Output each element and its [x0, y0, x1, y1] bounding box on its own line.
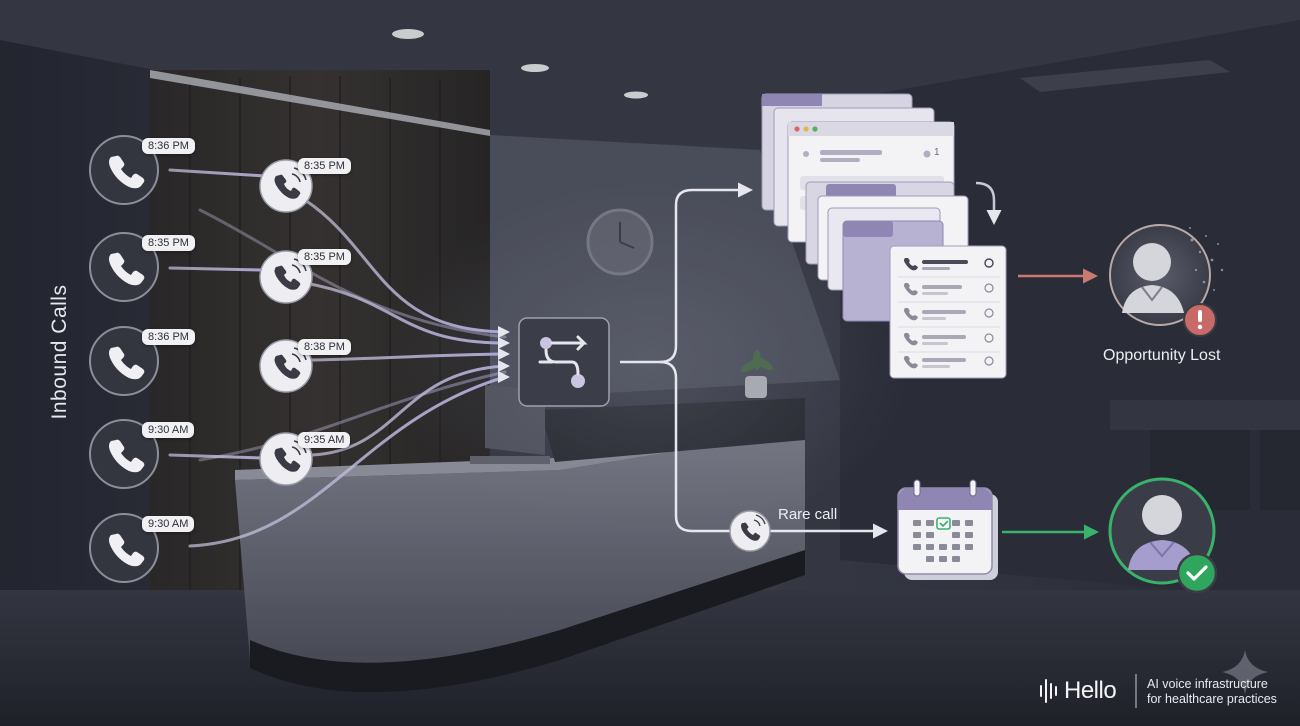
queue-down-arrow	[975, 181, 1002, 225]
call-list-row	[904, 356, 994, 369]
incoming-flow-lines	[168, 168, 507, 548]
queue-count: 1	[934, 147, 940, 158]
rare-call-icon	[729, 510, 771, 552]
call-list-row	[904, 283, 994, 296]
call-router	[518, 317, 610, 407]
relay-time-chip: 8:35 PM	[298, 158, 351, 174]
alert-icon	[1183, 303, 1217, 337]
incoming-call-icon	[89, 232, 159, 302]
inbound-calls-label: Inbound Calls	[48, 284, 71, 420]
call-list-row	[904, 308, 994, 321]
relay-call-icon	[259, 250, 313, 304]
flow-line	[303, 198, 507, 334]
call-list-window	[889, 245, 1007, 379]
tagline-line-1: AI voice infrastructure	[1147, 677, 1268, 691]
relay-call-icon	[259, 159, 313, 213]
relay-time-chip: 8:35 PM	[298, 249, 351, 265]
booked-patient-avatar	[1108, 477, 1218, 594]
hello-logo-mark	[1040, 679, 1057, 703]
relay-time-chip: 9:35 AM	[298, 432, 351, 448]
brand-name: Hello	[1064, 677, 1117, 704]
opportunity-lost-label: Opportunity Lost	[1103, 347, 1221, 364]
flow-line	[310, 352, 507, 362]
call-time-chip: 9:30 AM	[142, 516, 195, 532]
call-list-row	[904, 258, 994, 271]
calendar-icon	[897, 479, 998, 580]
flow-line	[168, 266, 264, 272]
incoming-call-icon	[89, 419, 159, 489]
flow-arrowheads	[498, 326, 510, 383]
call-time-chip: 9:30 AM	[142, 422, 195, 438]
flow-line	[310, 364, 507, 457]
tagline-line-2: for healthcare practices	[1147, 692, 1277, 706]
call-time-chip: 8:35 PM	[142, 235, 195, 251]
incoming-call-icon	[89, 135, 159, 205]
call-list-row	[904, 333, 994, 346]
flow-line	[198, 208, 507, 339]
lost-patient-avatar	[1109, 224, 1224, 337]
flow-line	[188, 375, 507, 548]
incoming-call-icon	[89, 513, 159, 583]
flow-line	[303, 281, 507, 345]
flow-line	[168, 168, 267, 178]
success-check-icon	[1176, 552, 1218, 594]
incoming-call-column	[89, 135, 159, 583]
rare-call-label: Rare call	[778, 506, 838, 523]
router-branches	[620, 182, 888, 539]
call-time-chip: 8:36 PM	[142, 329, 195, 345]
relay-time-chip: 8:38 PM	[298, 339, 351, 355]
flow-line	[198, 370, 507, 462]
incoming-call-icon	[89, 326, 159, 396]
sparkle-icon	[1222, 650, 1268, 694]
route-icon	[538, 335, 588, 388]
call-time-chip: 8:36 PM	[142, 138, 195, 154]
